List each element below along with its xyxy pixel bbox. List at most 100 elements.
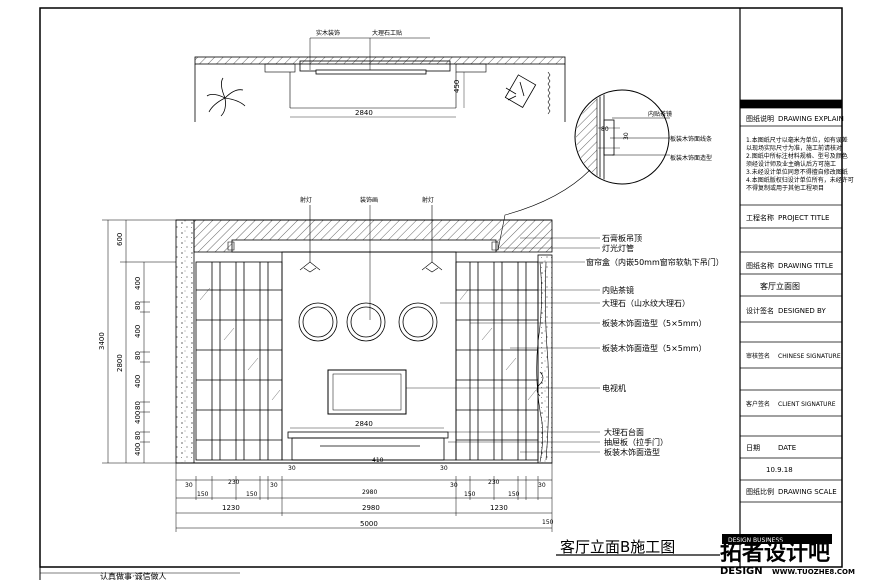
plan-width-dim: 2840 (355, 109, 373, 117)
tb-row-7-label: 日期 (746, 444, 760, 452)
right-label-1: 灯光灯管 (602, 243, 634, 253)
tb-row-3-label: 客厅立面图 (760, 281, 800, 291)
leader-lines (406, 237, 600, 453)
chair-icon (504, 74, 537, 108)
left-inner-dim-0: 400 (134, 277, 142, 290)
plan-depth-dim: 450 (453, 80, 461, 93)
bottom-small-0: 30 (288, 465, 296, 472)
right-label-0: 石膏板吊顶 (602, 233, 642, 243)
left-inner-dim-6: 400 (134, 411, 142, 424)
right-label-5: 板装木饰面造型（5×5mm） (602, 318, 706, 328)
bottom-total-dim: 5000 (360, 520, 378, 528)
b1-4: 30 (270, 482, 278, 489)
left-inner-dim-1: 80 (134, 301, 142, 310)
right-label-2: 窗帘盒（内嵌50mm窗帘软轨下吊门） (586, 257, 724, 267)
top-label-2: 射灯 (422, 196, 434, 204)
plan-label-1: 大理石工贴 (372, 29, 402, 37)
tb-note-5: 4.本图纸版权归设计单位所有，未经许可 (746, 176, 854, 184)
right-label-3: 内贴茶镜 (602, 285, 634, 295)
cabinet-width-dim: 2840 (355, 420, 373, 428)
tb-row-8-label: 10.9.18 (766, 466, 793, 474)
b1-9: 150 (508, 491, 520, 498)
left-inner-dim-4: 400 (134, 375, 142, 388)
tb-row-9-label: 图纸比例 (746, 487, 774, 496)
tb-row-4-label: 设计签名 (746, 306, 774, 315)
left-outer-dim-1: 2800 (116, 354, 124, 372)
top-label-0: 射灯 (300, 196, 312, 204)
left-dimensions (102, 219, 176, 464)
b1-3: 150 (246, 491, 258, 498)
b1-0: 30 (185, 482, 193, 489)
tb-row-0-value: DRAWING EXPLAIN (778, 115, 844, 123)
tb-row-0-label: 图纸说明 (746, 114, 774, 123)
left-inner-dim-5: 80 (134, 401, 142, 410)
tb-row-2-value: DRAWING TITLE (778, 262, 833, 270)
left-outer-dim-0: 600 (116, 233, 124, 246)
watermark-brand: 拓者设计吧 (720, 541, 830, 566)
b1-2: 230 (228, 479, 240, 486)
tv-icon (327, 369, 407, 415)
watermark-banner: DESIGN BUSINESS (728, 537, 783, 544)
plan-label-0: 实木装饰 (316, 29, 340, 37)
bottom-row1-labels: 30 150 230 150 30 2980 30 150 230 150 30 (185, 479, 546, 498)
tb-note-6: 不得复制或用于其他工程项目 (746, 184, 824, 192)
motto-text: 认真做事·诚信做人 (100, 571, 167, 580)
tb-row-5-value: CHINESE SIGNATURE (778, 353, 841, 360)
watermark-logo: DESIGN BUSINESS 拓者设计吧 DESIGN WWW.TUOZHE8… (720, 534, 855, 577)
left-total-dim: 3400 (98, 332, 106, 350)
right-label-8: 大理石台面 (604, 427, 644, 437)
tb-row-6-value: CLIENT SIGNATURE (778, 401, 836, 408)
tb-row-2-label: 图纸名称 (746, 261, 774, 270)
bottom-dimensions (175, 463, 553, 532)
spotlight-icon (299, 205, 443, 273)
sheet-border (39, 7, 843, 568)
b2-2: 1230 (490, 504, 508, 512)
plan-view: 2840 450 实木装饰 大理石工贴 (194, 29, 566, 122)
detail-label-0: 内贴茶镜 (648, 110, 672, 118)
elevation-view: 射灯 装饰画 射灯 2840 30 410 30 (175, 196, 553, 472)
tb-note-3: 须经设计师及业主确认后方可施工 (746, 160, 836, 168)
right-label-4: 大理石（山水纹大理石） (602, 298, 690, 308)
b1-5: 2980 (362, 489, 377, 496)
tb-row-1-label: 工程名称 (746, 213, 774, 222)
b2-0: 1230 (222, 504, 240, 512)
tb-row-7-value: DATE (778, 444, 796, 452)
b1-7: 150 (464, 491, 476, 498)
tb-note-0: 1.本图纸尺寸以毫米为单位，如有误差 (746, 136, 848, 144)
top-label-1: 装饰画 (360, 196, 378, 204)
drawing-caption: 客厅立面B施工图 (560, 538, 675, 556)
watermark-sub: DESIGN (720, 566, 763, 577)
bottom-small-1: 410 (372, 457, 384, 464)
plant-icon (206, 77, 246, 117)
tb-note-4: 3.未经设计单位同意不得擅自修改图纸 (746, 168, 848, 176)
tb-row-5-label: 审核签名 (746, 352, 770, 360)
left-inner-dim-7: 80 (134, 431, 142, 440)
tb-notes: 1.本图纸尺寸以毫米为单位，如有误差 以现场实际尺寸为准，施工前请核对 2.图纸… (746, 136, 854, 192)
tb-note-1: 以现场实际尺寸为准，施工前请核对 (746, 144, 842, 152)
title-block: 图纸说明 DRAWING EXPLAIN 1.本图纸尺寸以毫米为单位，如有误差 … (739, 8, 854, 567)
tb-row-4-value: DESIGNED BY (778, 307, 826, 315)
b1-10: 30 (538, 482, 546, 489)
detail-dim-0: 80 (601, 126, 609, 133)
b1-8: 230 (488, 479, 500, 486)
right-label-10: 板装木饰面造型 (604, 447, 660, 457)
tb-row-6-label: 客户签名 (746, 400, 770, 408)
watermark-url: WWW.TUOZHE8.COM (772, 568, 855, 576)
b1-1: 150 (197, 491, 209, 498)
bottom-small-2: 30 (440, 465, 448, 472)
right-label-9: 抽屉板（拉手门） (604, 437, 668, 447)
right-label-7: 电视机 (602, 383, 626, 393)
right-label-6: 板装木饰面造型（5×5mm） (602, 343, 706, 353)
detail-label-1: 板装木饰面线条 (670, 135, 712, 143)
decor-plate-icon (298, 302, 438, 342)
left-inner-dim-8: 400 (134, 443, 142, 456)
tb-row-9-value: DRAWING SCALE (778, 488, 837, 496)
left-inner-dim-3: 80 (134, 351, 142, 360)
tb-note-2: 2.图纸中所标注材料规格、型号及颜色 (746, 152, 848, 160)
b2-1: 2980 (362, 504, 380, 512)
b1-6: 30 (450, 482, 458, 489)
detail-callout: 80 30 内贴茶镜 板装木饰面线条 板装木饰面造型 (497, 89, 712, 251)
detail-label-2: 板装木饰面造型 (670, 154, 712, 162)
